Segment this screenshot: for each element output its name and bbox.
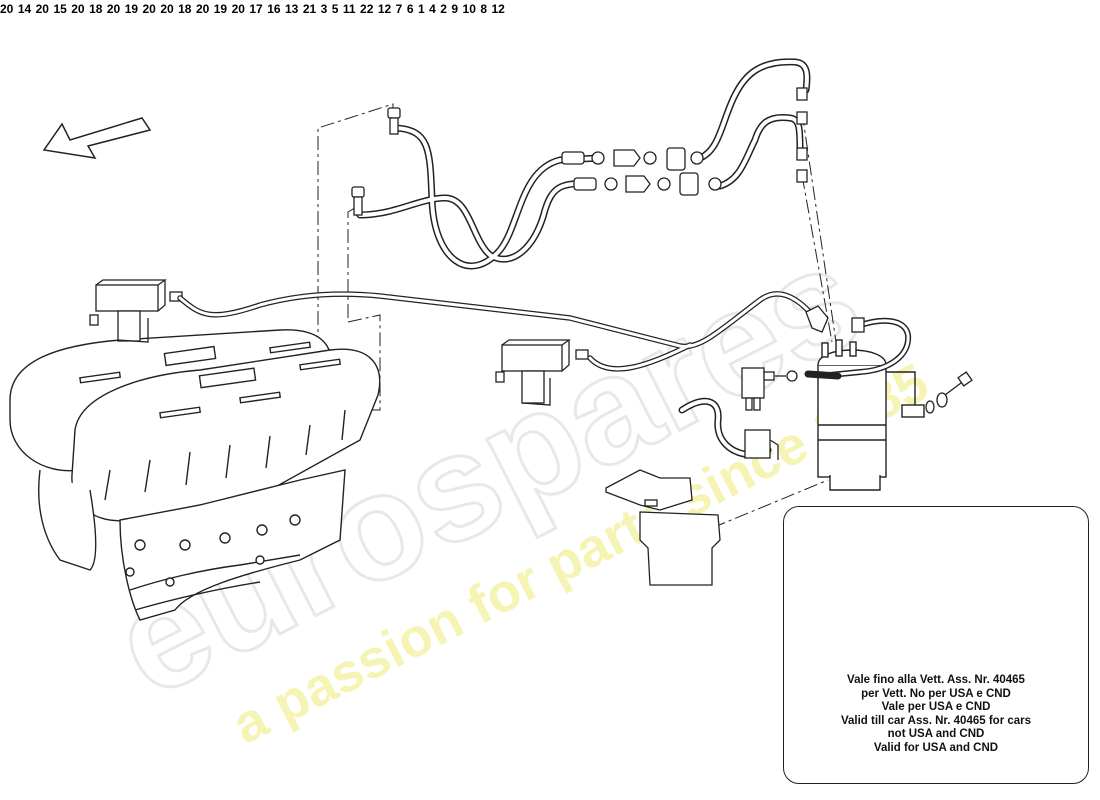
label-4: 4 — [429, 2, 436, 16]
label-11: 11 — [342, 2, 356, 16]
label-20: 20 — [231, 2, 245, 16]
label-18: 18 — [178, 2, 192, 16]
note-line: per Vett. No per USA e CND — [861, 687, 1011, 700]
part-labels: 20 14 20 15 20 18 20 19 20 20 18 20 19 2… — [0, 0, 505, 17]
label-8: 8 — [480, 2, 488, 16]
note-line: Vale fino alla Vett. Ass. Nr. 40465 — [847, 674, 1025, 686]
carbon-canister — [817, 339, 925, 491]
tube-13-inner — [178, 292, 817, 371]
hardware-bolt — [925, 371, 973, 414]
label-18: 18 — [89, 2, 103, 16]
label-19: 19 — [213, 2, 228, 16]
elbow-fitting — [805, 305, 865, 333]
hoses-upper-inner — [358, 59, 809, 268]
label-21: 21 — [302, 2, 317, 16]
label-15: 15 — [53, 2, 67, 16]
label-17: 17 — [249, 2, 263, 16]
label-22: 22 — [360, 2, 374, 16]
label-16: 16 — [267, 2, 281, 16]
intake-manifold — [9, 329, 381, 621]
note-line: Vale per USA e CND — [881, 701, 991, 714]
label-6: 6 — [406, 2, 414, 16]
label-5: 5 — [331, 2, 339, 16]
note-line: Valid for USA and CND — [873, 741, 999, 754]
label-9: 9 — [451, 2, 459, 16]
label-20: 20 — [195, 2, 210, 16]
label-1: 1 — [417, 2, 425, 16]
label-20: 20 — [160, 2, 174, 16]
hose-22-inner — [680, 399, 770, 458]
label-20: 20 — [71, 2, 85, 16]
direction-arrow — [42, 117, 152, 159]
hose-21b — [804, 370, 842, 380]
note-line: Valid till car Ass. Nr. 40465 for cars — [840, 714, 1032, 727]
label-2: 2 — [440, 2, 447, 16]
note-line: not USA and CND — [887, 728, 985, 741]
label-20: 20 — [35, 2, 49, 16]
label-20: 20 — [0, 2, 14, 16]
label-14: 14 — [17, 2, 32, 16]
label-13: 13 — [285, 2, 299, 16]
label-10: 10 — [462, 2, 476, 16]
inset-frame — [783, 506, 1089, 784]
connectors-row — [351, 87, 808, 216]
label-12: 12 — [377, 2, 392, 16]
bracket-small — [744, 429, 779, 460]
hose-21-inner — [828, 319, 910, 377]
label-7: 7 — [395, 2, 403, 16]
label-20: 20 — [142, 2, 156, 16]
label-3: 3 — [320, 2, 328, 16]
inset-note: Vale fino alla Vett. Ass. Nr. 40465 per … — [790, 674, 1082, 756]
bracket-2 — [605, 469, 721, 586]
label-20: 20 — [106, 2, 121, 16]
valve-11 — [741, 367, 798, 411]
purge-valve-center — [495, 339, 589, 406]
purge-valve-left — [89, 279, 183, 343]
label-19: 19 — [124, 2, 139, 16]
label-12: 12 — [491, 2, 505, 16]
